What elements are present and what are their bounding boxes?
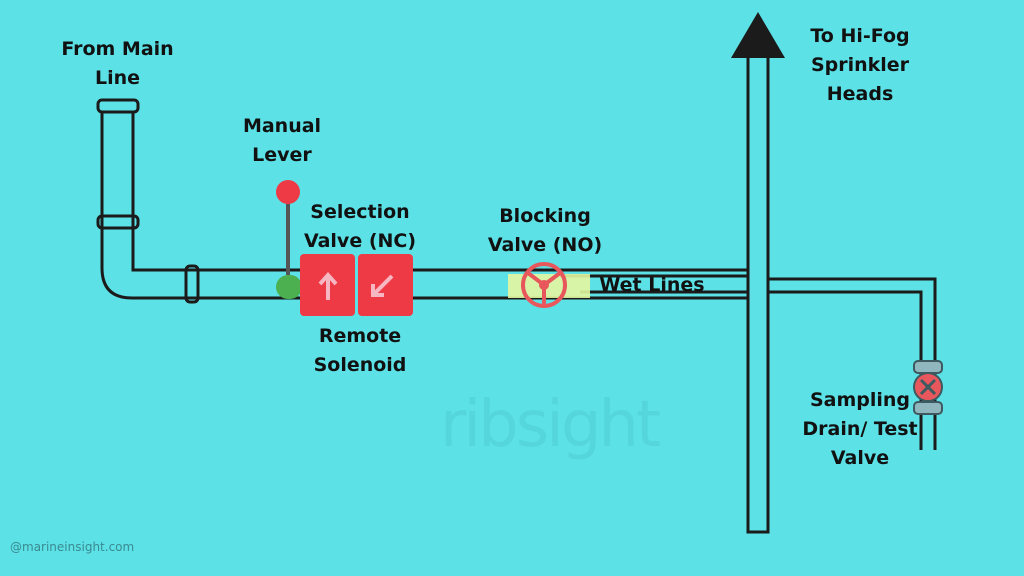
watermark: ribsight	[440, 388, 661, 462]
credit-text: @marineinsight.com	[10, 540, 135, 554]
from-main-line-label: From Main Line	[61, 38, 174, 89]
main-line-pipe	[96, 98, 300, 304]
sampling-valve-label: Sampling Drain/ Test Valve	[802, 389, 918, 469]
sampling-valve	[913, 360, 943, 415]
to-hifog-label: To Hi-Fog Sprinkler Heads	[810, 25, 910, 105]
selection-valve-label: Selection Valve (NC)	[303, 201, 417, 252]
arrow-up-icon	[731, 12, 785, 58]
arrow-up-icon	[318, 271, 338, 300]
wet-lines-label: Wet Lines	[599, 274, 705, 296]
wet-lines-pipe	[410, 268, 748, 300]
blocking-valve	[508, 262, 590, 308]
selection-valve	[300, 254, 413, 316]
manual-lever-label: Manual Lever	[242, 115, 322, 166]
riser-pipe	[731, 12, 785, 534]
manual-lever	[276, 180, 302, 299]
blocking-valve-label: Blocking Valve (NO)	[487, 205, 603, 256]
remote-solenoid-label: Remote Solenoid	[313, 325, 407, 376]
arrow-down-left-icon	[371, 274, 394, 297]
